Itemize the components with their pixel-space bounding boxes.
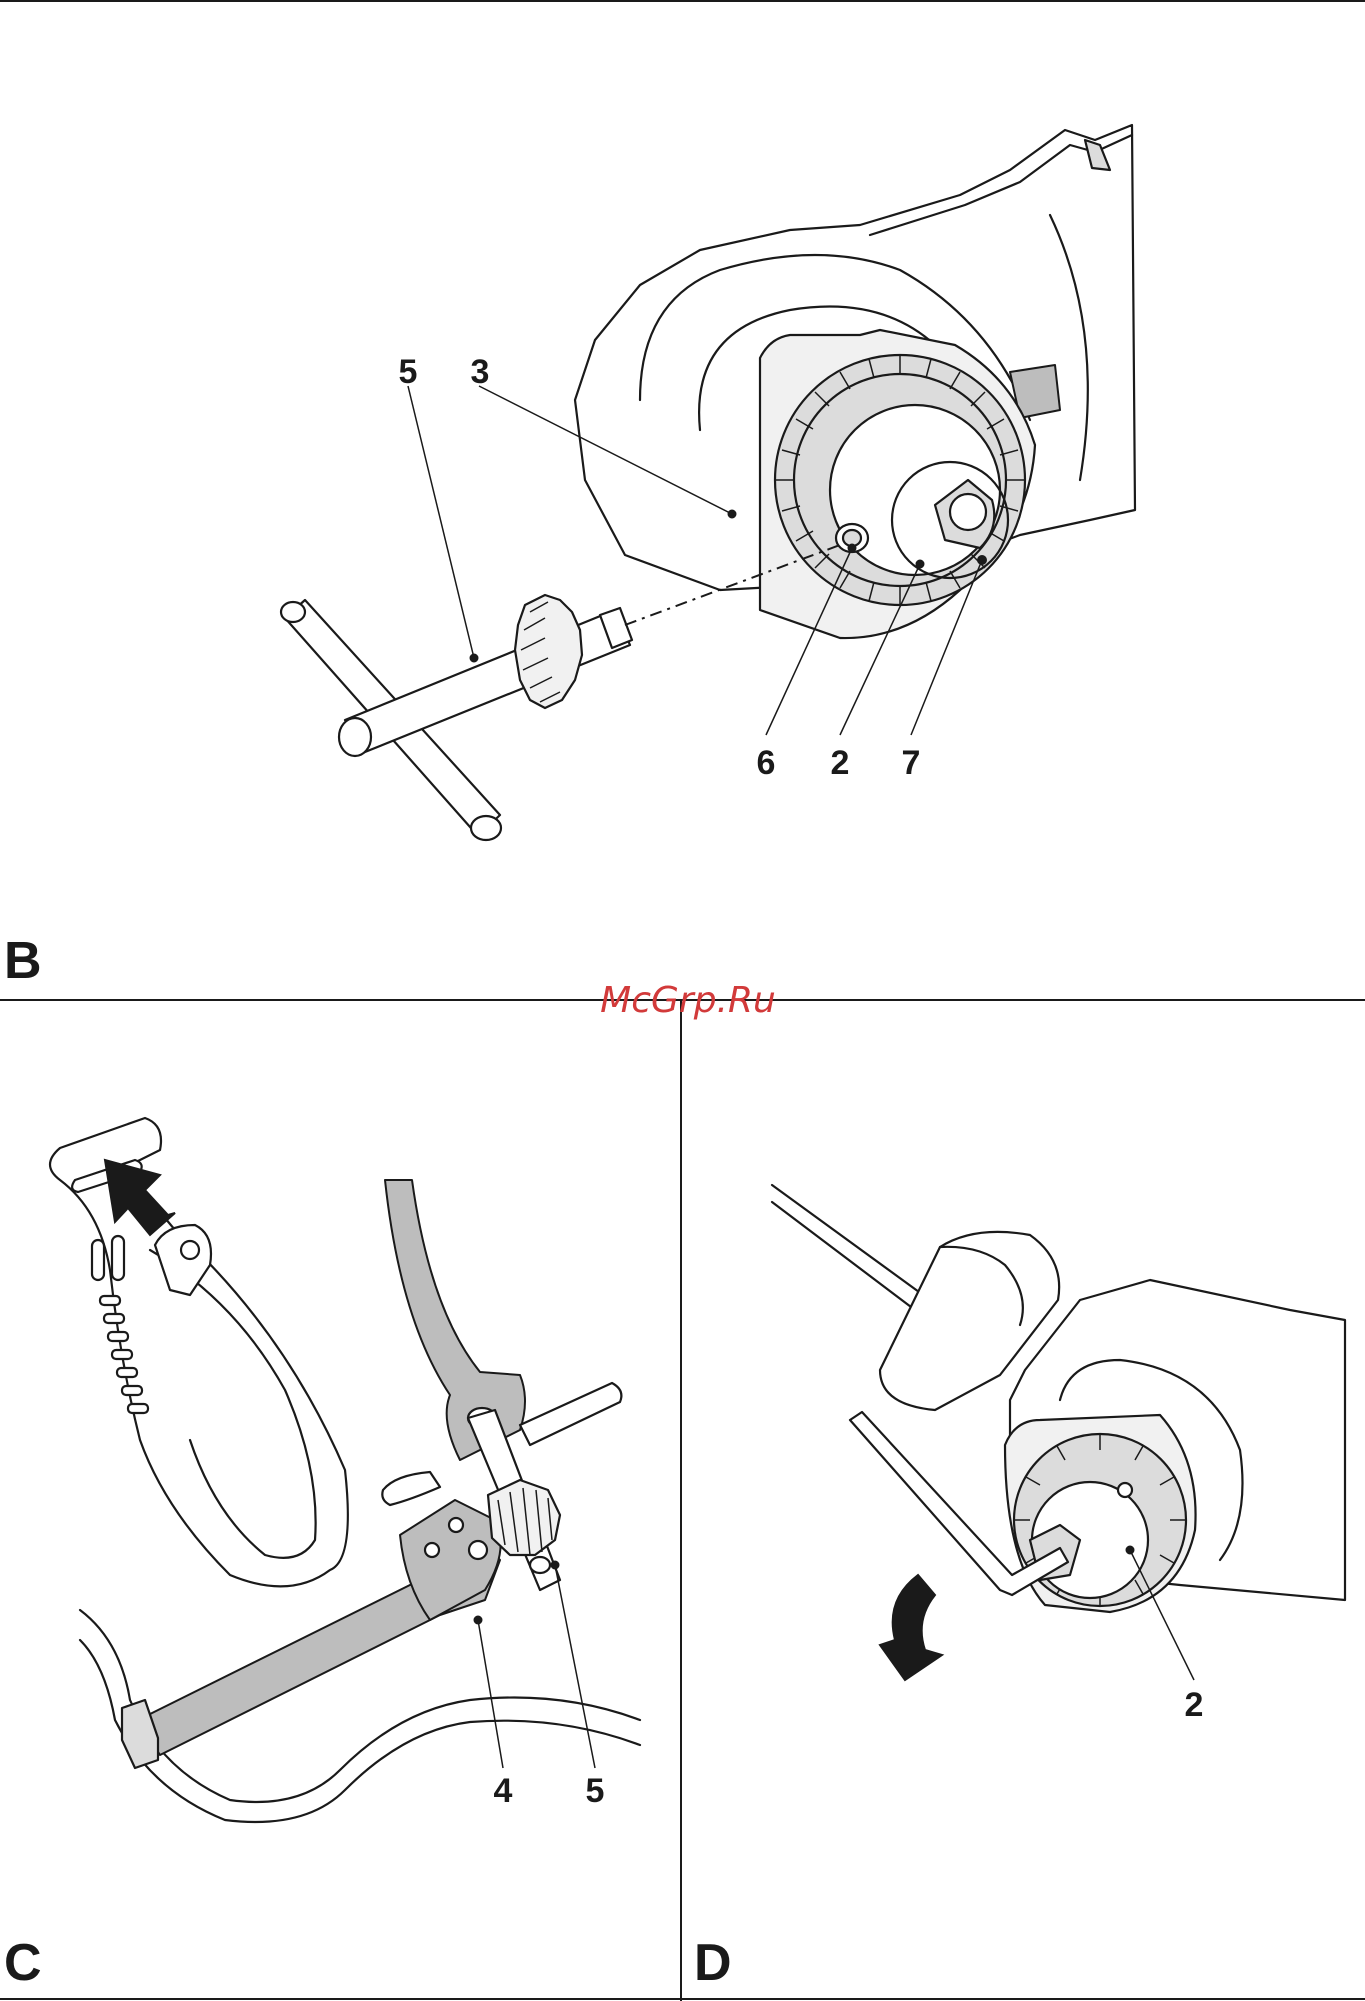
callout-d-2: 2	[1185, 1686, 1204, 1724]
key-shaft	[345, 610, 630, 752]
leader-5	[408, 386, 474, 658]
clip-hole-3	[469, 1541, 487, 1559]
chuck-key-hole-d	[1118, 1483, 1132, 1497]
strap-loop	[50, 1118, 348, 1586]
cord-clip-band	[122, 1700, 158, 1768]
watermark-text: McGrp.Ru	[600, 980, 776, 1021]
panel-c: 4 5 C	[4, 1118, 640, 1992]
clip-hole-1	[425, 1543, 439, 1557]
key-tbar-end	[471, 816, 501, 840]
callout-b-2: 2	[831, 744, 850, 782]
panel-label-b: B	[4, 932, 42, 990]
key-shaft-end	[339, 718, 371, 756]
hammer-illustration	[772, 1185, 1059, 1410]
panel-d: 2 D	[694, 1185, 1345, 1992]
panel-c-leaders	[475, 1562, 596, 1769]
key-pilot-c	[530, 1557, 550, 1573]
clip-hole-2	[449, 1518, 463, 1532]
callout-b-5: 5	[399, 353, 418, 391]
power-cord-illustration	[80, 1500, 640, 1822]
holder-strip	[385, 1180, 525, 1460]
key-tbar-end-c	[382, 1472, 440, 1505]
hammer-handle	[772, 1185, 930, 1310]
key-holder-strap-illustration	[50, 1118, 348, 1586]
drill-housing-illustration	[575, 125, 1135, 638]
key-shaft-c	[520, 1383, 621, 1445]
callout-b-6: 6	[757, 744, 776, 782]
panel-label-c: C	[4, 1934, 42, 1992]
key-tbar-top-end	[281, 602, 305, 622]
chuck-key-illustration	[281, 545, 840, 840]
callout-b-7: 7	[902, 744, 921, 782]
key-gear	[515, 595, 582, 708]
callout-c-4: 4	[494, 1772, 513, 1810]
panel-b: 5 3 6 2 7 B	[4, 125, 1135, 990]
leader-c-4	[478, 1620, 503, 1768]
leader-c-5	[555, 1565, 595, 1768]
callout-c-5: 5	[586, 1772, 605, 1810]
strap-tab-hole	[181, 1241, 199, 1259]
rotation-direction-arrow	[880, 1575, 942, 1680]
callout-b-3: 3	[471, 353, 490, 391]
chuck-jaw-head	[950, 494, 986, 530]
panel-label-d: D	[694, 1934, 732, 1992]
